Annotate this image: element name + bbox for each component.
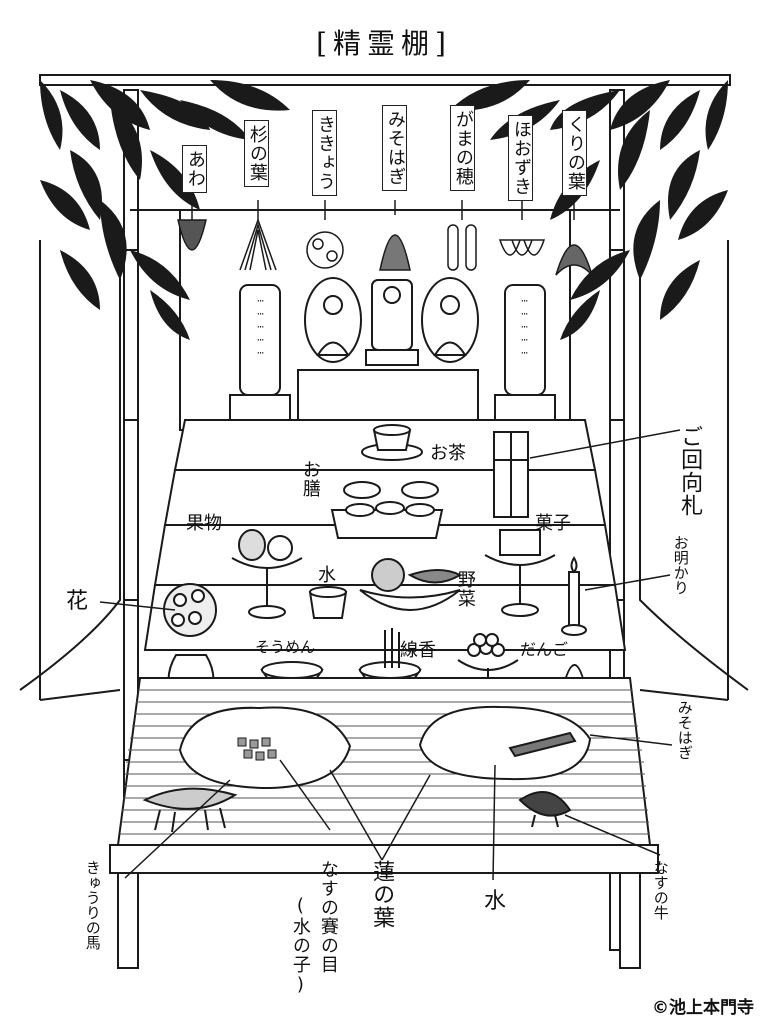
sweets-bowl [484, 529, 556, 617]
label-mizu-no-ko: (水の子) [289, 895, 311, 996]
canopy-bar [39, 74, 731, 86]
label-kudamono: 果物 [186, 513, 222, 534]
copyright: ©池上本門寺 [652, 998, 754, 1018]
hanging-bundles [177, 200, 593, 276]
bamboo-leaves-left [40, 80, 290, 340]
misohagi-bundle [379, 200, 411, 271]
water-cup [308, 586, 348, 619]
awa-bundle [177, 200, 207, 251]
label-nasu-no-sai: なすの賽の目 [317, 860, 339, 974]
tea-cup [361, 424, 423, 461]
buddha-statue-left [304, 277, 362, 363]
tag-hoozuki: ほおずき [508, 115, 533, 201]
sugi-bundle [239, 200, 277, 271]
label-gokou-fuda: ご回向札 [677, 425, 703, 517]
label-senkou: 線香 [400, 640, 436, 661]
wall-lines [39, 240, 729, 701]
label-ocha: お茶 [430, 443, 466, 464]
label-mizu-cup: 水 [318, 565, 336, 586]
label-nasu-no-ushi: なすの牛 [651, 860, 670, 920]
label-kyuuri-no-uma: きゅうりの馬 [83, 860, 102, 950]
ihai-right-text: ⵈⵈⵈⵈⵈ [518, 295, 531, 360]
diagram-title: [精霊棚] [316, 27, 452, 60]
ekou-fuda [493, 431, 529, 518]
tag-awa: あわ [182, 145, 207, 193]
buddha-statue-right [421, 277, 479, 363]
kuri-bundle [555, 200, 593, 276]
label-dango: だんご [520, 640, 569, 659]
altar-figures [229, 277, 556, 446]
label-mizu-leaf: 水 [484, 889, 507, 914]
kikyou-bundle [306, 200, 344, 269]
label-oakari: お明かり [671, 535, 690, 595]
table [109, 844, 659, 969]
nasu-cow [518, 791, 572, 828]
label-soumen: そうめん [255, 638, 316, 656]
tag-kikyou: ききょう [312, 110, 337, 196]
gama-bundle [447, 200, 477, 271]
tag-gama-no-ho: がまの穂 [450, 105, 475, 191]
tag-misohagi: みそはぎ [382, 105, 407, 191]
lotus-leaves [178, 705, 592, 790]
label-hasu-no-ha: 蓮の葉 [369, 860, 395, 929]
tag-sugi-no-ha: 杉の葉 [244, 120, 269, 187]
leader-lines [99, 429, 681, 881]
tag-kuri-no-ha: くりの葉 [562, 110, 587, 196]
vegetable-basket [359, 558, 463, 611]
kyuuri-horse [142, 787, 238, 833]
label-yasai: 野菜 [454, 570, 476, 608]
ozen-tray [330, 481, 444, 539]
hoozuki-bundle [498, 200, 546, 256]
misohagi-bunch [508, 731, 577, 758]
buddha-statue-center [365, 279, 419, 366]
label-misohagi-right: みそはぎ [675, 700, 694, 760]
label-kashi: 菓子 [535, 513, 571, 534]
fruit-bowl [231, 529, 303, 619]
label-hana: 花 [66, 589, 89, 614]
ihai-left-text: ⵈⵈⵈⵈⵈ [254, 295, 267, 360]
label-ozen: お膳 [299, 460, 321, 498]
nasu-dice [237, 737, 277, 761]
